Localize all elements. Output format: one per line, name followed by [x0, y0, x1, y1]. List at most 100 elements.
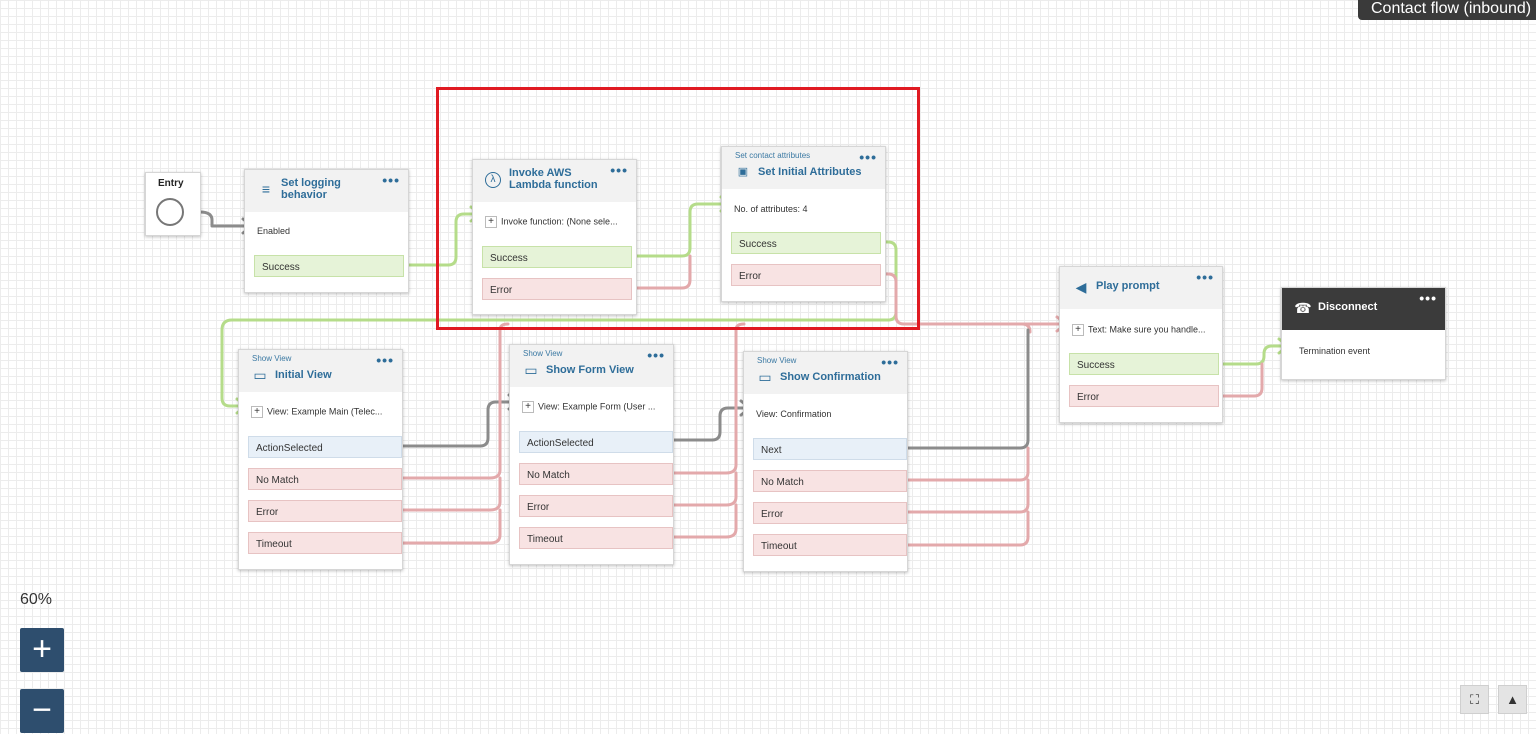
plus-icon[interactable]: + [251, 406, 263, 418]
entry-label: Entry [158, 178, 184, 189]
contact-card-icon: ▣ [737, 166, 749, 178]
branch-success[interactable]: Success [254, 255, 404, 277]
branch-error[interactable]: Error [482, 278, 632, 300]
connector-line [878, 272, 1032, 334]
block-header: ☎ Disconnect ••• [1282, 288, 1445, 330]
block-menu-icon[interactable]: ••• [376, 352, 394, 368]
block-param-text: View: Example Main (Telec... [267, 406, 383, 417]
block-param: Enabled [257, 226, 291, 236]
block-param-text: Invoke function: (None sele... [501, 216, 618, 227]
zoom-level: 60% [20, 591, 53, 608]
branch-success[interactable]: Success [482, 246, 632, 268]
block-title: Invoke AWS Lambda function [509, 167, 598, 191]
block-header: Show View ▭ Show Form View ••• [510, 345, 673, 387]
monitor-edit-icon: ▭ [253, 367, 267, 383]
block-show-confirmation[interactable]: Show View ▭ Show Confirmation ••• View: … [743, 351, 908, 572]
branch-error[interactable]: Error [731, 264, 881, 286]
connector-line [394, 322, 510, 480]
collapse-panel-button[interactable]: ▲ [1498, 685, 1527, 714]
fit-to-screen-button[interactable]: ⛶ [1460, 685, 1489, 714]
connector-line [664, 503, 738, 539]
block-param: + View: Example Form (User ... [522, 401, 655, 413]
block-menu-icon[interactable]: ••• [1419, 290, 1437, 306]
branch-error[interactable]: Error [248, 500, 402, 522]
block-menu-icon[interactable]: ••• [610, 162, 628, 178]
branch-error[interactable]: Error [753, 502, 907, 524]
caret-up-icon: ▲ [1506, 692, 1519, 707]
block-param: Termination event [1299, 346, 1371, 356]
connector-line [628, 254, 692, 290]
monitor-edit-icon: ▭ [524, 362, 538, 378]
block-invoke-lambda[interactable]: λ Invoke AWS Lambda function ••• + Invoke… [472, 159, 637, 315]
block-header: ≡ Set logging behavior ••• [245, 170, 408, 212]
branch-timeout[interactable]: Timeout [753, 534, 907, 556]
zoom-in-button[interactable]: + [20, 628, 64, 672]
connector-line [1214, 344, 1290, 366]
block-type-label: Set contact attributes [735, 151, 811, 160]
lambda-icon: λ [485, 172, 501, 188]
block-title: Show Form View [546, 364, 634, 376]
entry-block[interactable]: Entry [145, 172, 201, 236]
branch-action-selected[interactable]: ActionSelected [248, 436, 402, 458]
block-menu-icon[interactable]: ••• [382, 172, 400, 188]
zoom-out-button[interactable]: − [20, 689, 64, 733]
branch-success[interactable]: Success [731, 232, 881, 254]
block-type-label: Show View [523, 349, 563, 358]
block-param: View: Confirmation [756, 409, 832, 419]
block-title: Set logging behavior [281, 177, 341, 201]
block-set-logging-behavior[interactable]: ≡ Set logging behavior ••• Enabled Succe… [244, 169, 409, 293]
branch-timeout[interactable]: Timeout [248, 532, 402, 554]
branch-no-match[interactable]: No Match [519, 463, 673, 485]
block-menu-icon[interactable]: ••• [1196, 269, 1214, 285]
connector-line [664, 322, 746, 475]
block-param: No. of attributes: 4 [734, 204, 808, 214]
branch-error[interactable]: Error [1069, 385, 1219, 407]
monitor-edit-icon: ▭ [758, 369, 772, 385]
connector-line [898, 510, 1030, 547]
connector-line [394, 476, 502, 512]
block-param-text: Text: Make sure you handle... [1088, 324, 1206, 335]
branch-no-match[interactable]: No Match [753, 470, 907, 492]
block-param-text: View: Example Form (User ... [538, 401, 656, 412]
block-header: ◀ Play prompt ••• [1060, 267, 1222, 309]
connector-line [394, 508, 502, 545]
block-param: + Invoke function: (None sele... [485, 216, 618, 228]
plus-icon[interactable]: + [1072, 324, 1084, 336]
block-play-prompt[interactable]: ◀ Play prompt ••• + Text: Make sure you h… [1059, 266, 1223, 423]
branch-action-selected[interactable]: ActionSelected [519, 431, 673, 453]
block-disconnect[interactable]: ☎ Disconnect ••• Termination event [1281, 287, 1446, 380]
branch-success[interactable]: Success [1069, 353, 1219, 375]
entry-node[interactable] [156, 198, 184, 226]
block-set-initial-attributes[interactable]: Set contact attributes ▣ Set Initial Att… [721, 146, 886, 302]
block-header: Show View ▭ Initial View ••• [239, 350, 402, 392]
block-title: Set Initial Attributes [758, 166, 862, 178]
block-param: + Text: Make sure you handle... [1072, 324, 1206, 336]
connector-line [898, 478, 1030, 514]
hang-up-icon: ☎ [1294, 300, 1312, 316]
connector-line [394, 400, 520, 448]
block-menu-icon[interactable]: ••• [859, 149, 877, 165]
block-initial-view[interactable]: Show View ▭ Initial View ••• + View: Exam… [238, 349, 403, 570]
speaker-icon: ◀ [1075, 279, 1087, 295]
block-menu-icon[interactable]: ••• [647, 347, 665, 363]
branch-timeout[interactable]: Timeout [519, 527, 673, 549]
connector-line [400, 212, 482, 267]
flow-type-label: Contact flow (inbound) [1371, 0, 1532, 17]
block-title: Play prompt [1096, 280, 1160, 292]
block-title: Initial View [275, 369, 332, 381]
block-show-form-view[interactable]: Show View ▭ Show Form View ••• + View: Ex… [509, 344, 674, 565]
block-menu-icon[interactable]: ••• [881, 354, 899, 370]
plus-icon[interactable]: + [522, 401, 534, 413]
branch-no-match[interactable]: No Match [248, 468, 402, 490]
block-title: Disconnect [1318, 301, 1378, 313]
connector-line [898, 328, 1030, 450]
branch-error[interactable]: Error [519, 495, 673, 517]
branch-next[interactable]: Next [753, 438, 907, 460]
block-header: λ Invoke AWS Lambda function ••• [473, 160, 636, 202]
gear-list-icon: ≡ [261, 181, 271, 197]
plus-icon[interactable]: + [485, 216, 497, 228]
fit-screen-icon: ⛶ [1469, 692, 1480, 707]
connector-line [664, 406, 752, 442]
block-title: Show Confirmation [780, 371, 881, 383]
